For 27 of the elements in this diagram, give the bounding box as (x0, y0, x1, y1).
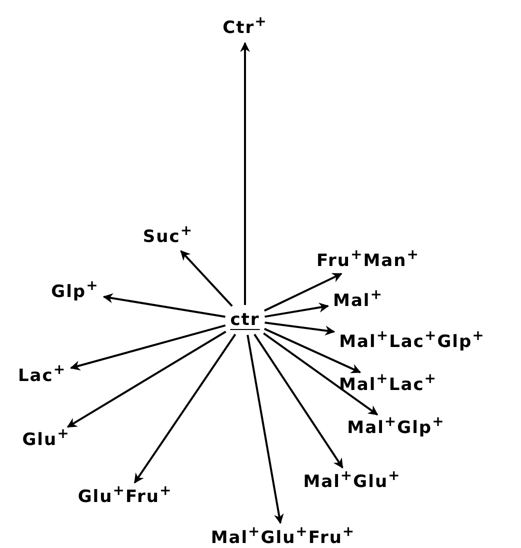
arrow (264, 328, 362, 374)
arrow (102, 293, 226, 318)
phenotype-label: Suc$^{+}$ (142, 226, 194, 248)
phenotype-label: Mal$^{+}$Lac$^{+}$ (338, 374, 438, 396)
phenotype-label: Fru$^{+}$Man$^{+}$ (316, 250, 420, 272)
phenotype-label: Glu$^{+}$ (22, 429, 70, 451)
phenotype-label: Mal$^{+}$Glu$^{+}$Fru$^{+}$ (210, 527, 356, 548)
arrow (264, 322, 336, 336)
arrow (246, 334, 284, 524)
phenotype-label: Ctr$^{+}$ (222, 17, 268, 39)
phenotype-label: Glp$^{+}$ (51, 281, 99, 303)
arrow (134, 334, 236, 484)
gene-label: ctr (230, 309, 260, 331)
arrow (70, 324, 226, 370)
arrow (263, 332, 378, 416)
arrow (66, 330, 226, 428)
phenotype-label: Mal$^{+}$Glu$^{+}$ (303, 471, 401, 493)
phenotype-label: Glu$^{+}$Fru$^{+}$ (78, 486, 172, 508)
phenotype-label: Mal$^{+}$Lac$^{+}$Glp$^{+}$ (339, 331, 485, 353)
arrow (254, 334, 344, 468)
arrow (264, 302, 330, 318)
arrow (180, 250, 233, 307)
phenotype-label: Lac$^{+}$ (18, 365, 66, 387)
phenotype-label: Mal$^{+}$ (333, 290, 383, 312)
arrow (240, 42, 250, 305)
phenotype-label: Mal$^{+}$Glp$^{+}$ (347, 417, 445, 439)
arrow (264, 272, 342, 312)
